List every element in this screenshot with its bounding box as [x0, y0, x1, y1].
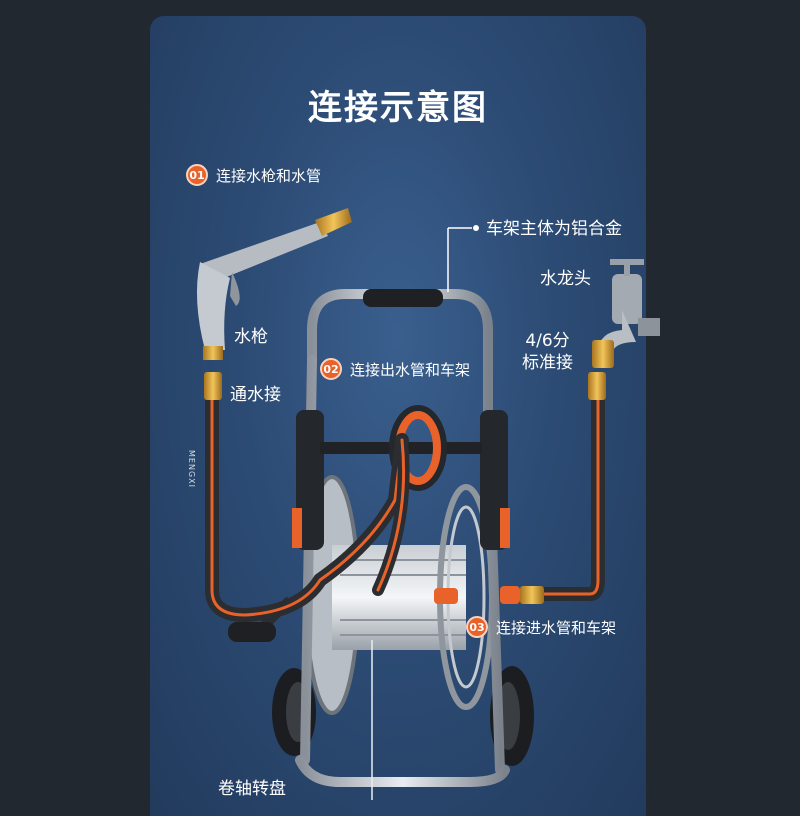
water-connector — [204, 372, 222, 400]
connector-size-line1: 4/6分 — [525, 331, 570, 351]
step-3-badge: 03 — [466, 616, 488, 638]
step-1: 01 连接水枪和水管 — [186, 164, 321, 186]
step-1-badge: 01 — [186, 164, 208, 186]
reel-label: 卷轴转盘 — [218, 779, 286, 799]
step-1-text: 连接水枪和水管 — [216, 166, 322, 185]
spray-gun-label: 水枪 — [234, 327, 268, 347]
hose — [205, 393, 605, 623]
spray-gun — [196, 208, 352, 360]
connector-size-label: 4/6分 标准接 — [522, 330, 573, 374]
crank-handle — [228, 622, 276, 642]
step-2-text: 连接出水管和车架 — [350, 360, 471, 379]
water-connector-label: 通水接 — [230, 385, 281, 405]
hose-brand-text: MENGXI — [187, 450, 196, 488]
step-3-text: 连接进水管和车架 — [496, 618, 617, 637]
step-2: 02 连接出水管和车架 — [320, 358, 470, 380]
frame-material-label: 车架主体为铝合金 — [486, 219, 622, 239]
page-title: 连接示意图 — [308, 88, 488, 128]
faucet-icon — [592, 259, 660, 368]
step-3: 03 连接进水管和车架 — [466, 616, 616, 638]
faucet-label: 水龙头 — [540, 269, 591, 289]
handle-grip — [363, 289, 443, 307]
step-2-badge: 02 — [320, 358, 342, 380]
connector-size-line2: 标准接 — [522, 353, 573, 373]
